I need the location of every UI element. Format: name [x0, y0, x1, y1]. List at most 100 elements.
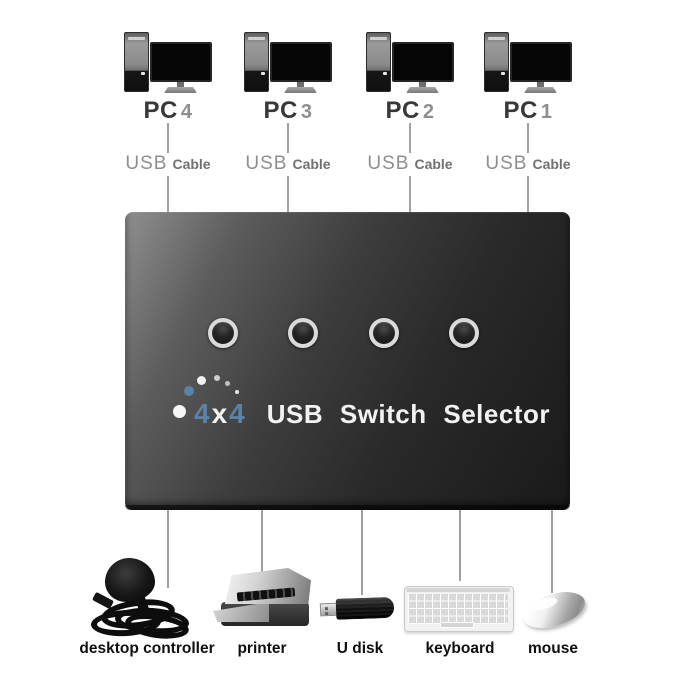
usb-cable-label: USB Cable: [367, 153, 452, 177]
connector-line: [287, 176, 289, 212]
drive-slot: [248, 37, 265, 40]
usb-text: USB: [125, 152, 168, 174]
monitor-neck: [297, 82, 304, 87]
computer-icon: [242, 30, 334, 93]
pc-number: 3: [300, 101, 313, 124]
pc-prefix: PC: [143, 97, 178, 125]
pc-tower-icon: [244, 32, 269, 92]
select-button-2[interactable]: [288, 318, 318, 348]
power-led: [141, 72, 145, 75]
decor-dot: [235, 390, 239, 394]
mouse-icon: [518, 585, 590, 635]
computer-icon: [482, 30, 574, 93]
connector-line: [287, 123, 289, 153]
pc-number: 4: [180, 101, 193, 124]
select-button-1[interactable]: [208, 318, 238, 348]
usb-cable-label: USB Cable: [485, 153, 570, 177]
pc-column-3: PC 3 USB Cable: [238, 30, 338, 212]
peripheral-label-desktop-controller: desktop controller: [79, 640, 215, 657]
select-button-3[interactable]: [369, 318, 399, 348]
usb-text: USB: [245, 152, 288, 174]
model-x: x: [211, 398, 230, 429]
pc-prefix: PC: [503, 97, 538, 125]
pc-prefix: PC: [263, 97, 298, 125]
usb-text: USB: [485, 152, 528, 174]
pc-prefix: PC: [385, 97, 420, 125]
power-led: [261, 72, 265, 75]
monitor-neck: [419, 82, 426, 87]
connector-line: [409, 123, 411, 153]
monitor-base: [164, 87, 197, 93]
pc-number: 1: [540, 101, 553, 124]
model-digit: 4: [194, 398, 212, 429]
device-title: 4x4 USB Switch Selector: [194, 398, 550, 430]
monitor-base: [284, 87, 317, 93]
power-led: [501, 72, 505, 75]
cable-text: Cable: [532, 155, 571, 172]
device-title-text: USB Switch Selector: [266, 399, 550, 429]
connector-line: [361, 510, 363, 595]
keyboard-icon: [404, 586, 514, 632]
pc-label: PC 1: [504, 97, 553, 124]
monitor-icon: [270, 42, 332, 82]
monitor-base: [524, 87, 557, 93]
pc-tower-icon: [366, 32, 391, 92]
connector-line: [261, 510, 263, 572]
connector-line: [527, 123, 529, 153]
desktop-controller-icon: [85, 556, 205, 643]
computer-icon: [122, 30, 214, 93]
usb-drive-body: [335, 596, 395, 620]
cable-text: Cable: [414, 155, 453, 172]
usb-connector: [319, 602, 338, 617]
power-led: [383, 72, 387, 75]
connector-line: [409, 176, 411, 212]
peripheral-label-u-disk: U disk: [336, 640, 384, 657]
monitor-base: [406, 87, 439, 93]
drive-slot: [488, 37, 505, 40]
drive-slot: [128, 37, 145, 40]
pc-tower-icon: [124, 32, 149, 92]
monitor-icon: [150, 42, 212, 82]
pc-column-4: PC 4 USB Cable: [118, 30, 218, 212]
select-button-4[interactable]: [449, 318, 479, 348]
cable-text: Cable: [172, 155, 211, 172]
drive-slot: [370, 37, 387, 40]
keyboard-spacebar: [440, 622, 474, 628]
pc-column-1: PC 1 USB Cable: [478, 30, 578, 212]
pc-column-2: PC 2 USB Cable: [360, 30, 460, 212]
connector-line: [527, 176, 529, 212]
peripheral-label-keyboard: keyboard: [425, 640, 495, 657]
keyboard-top-bar: [406, 588, 510, 592]
usb-cable-label: USB Cable: [245, 153, 330, 177]
decor-dot: [214, 375, 220, 381]
monitor-icon: [392, 42, 454, 82]
usb-switch-device: 4x4 USB Switch Selector: [125, 212, 570, 510]
computer-icon: [364, 30, 456, 93]
connector-line: [551, 510, 553, 593]
pc-tower-icon: [484, 32, 509, 92]
mouse-body: [518, 585, 590, 635]
printer-icon: [213, 568, 315, 632]
model-4x4: 4x4: [194, 398, 247, 430]
peripheral-label-printer: printer: [237, 640, 287, 657]
peripheral-label-mouse: mouse: [528, 640, 578, 657]
pc-number: 2: [422, 101, 435, 124]
decor-dot: [173, 405, 186, 418]
decor-dot: [197, 376, 206, 385]
usb-flash-drive-icon: [319, 593, 399, 626]
usb-cable-label: USB Cable: [125, 153, 210, 177]
model-digit: 4: [229, 398, 247, 429]
connector-line: [167, 176, 169, 212]
decor-dot: [225, 381, 230, 386]
usb-text: USB: [367, 152, 410, 174]
monitor-icon: [510, 42, 572, 82]
keyboard-keys: [408, 594, 508, 624]
connector-line: [167, 510, 169, 588]
connector-line: [167, 123, 169, 153]
pc-label: PC 3: [264, 97, 313, 124]
monitor-neck: [537, 82, 544, 87]
monitor-neck: [177, 82, 184, 87]
cable-text: Cable: [292, 155, 331, 172]
connector-line: [459, 510, 461, 581]
